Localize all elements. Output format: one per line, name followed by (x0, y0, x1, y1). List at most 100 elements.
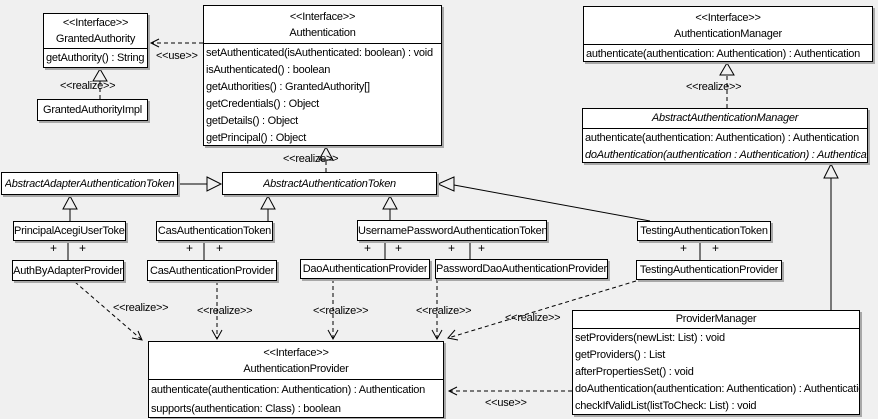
method-label: supports(authentication: Class) : boolea… (151, 403, 341, 415)
realize-label: <<realize>> (686, 81, 742, 93)
class-authentication-provider: <<Interface>> AuthenticationProvider aut… (148, 341, 444, 418)
class-name: CasAuthenticationToken (157, 225, 272, 237)
realize-grantedauthorityimpl (92, 68, 108, 99)
method-label: getAuthority() : String (46, 52, 145, 64)
stereotype-label: <<Interface>> (62, 17, 129, 29)
use-label: <<use>> (156, 50, 198, 62)
realize-label: <<realize>> (60, 80, 116, 92)
methods-compartment: authenticate(authentication: Authenticat… (583, 129, 867, 164)
class-authentication-manager: <<Interface>> AuthenticationManager auth… (583, 6, 873, 62)
association-plus: + (186, 241, 194, 255)
class-name: GrantedAuthority (55, 33, 136, 45)
class-name: AbstractAdapterAuthenticationToken (4, 177, 175, 190)
class-name: TestingAuthenticationToken (640, 225, 768, 237)
class-abstract-authentication-manager: AbstractAuthenticationManager authentica… (582, 108, 868, 163)
methods-compartment: authenticate(authentication: Authenticat… (149, 380, 443, 419)
method-label: isAuthenticated() : boolean (206, 64, 331, 76)
method-label: getCredentials() : Object (206, 98, 319, 110)
class-abstract-adapter-authentication-token: AbstractAdapterAuthenticationToken (1, 172, 178, 195)
class-header: <<Interface>> Authentication (204, 6, 441, 44)
association-plus: + (712, 241, 720, 255)
use-label: <<use>> (485, 397, 527, 409)
class-auth-by-adapter-provider: AuthByAdapterProvider (12, 260, 124, 281)
class-name: GrantedAuthorityImpl (43, 104, 142, 116)
class-header: <<Interface>> AuthenticationProvider (149, 342, 443, 380)
realize-abstractauthenticationmanager (719, 62, 735, 108)
gen-providermanager (823, 162, 839, 310)
methods-compartment: authenticate(authentication: Authenticat… (584, 45, 872, 63)
stereotype-label: <<Interface>> (263, 347, 329, 359)
class-testing-authentication-token: TestingAuthenticationToken (637, 221, 771, 241)
realize-label: <<realize>> (505, 312, 561, 324)
method-label: checkIfValidList(listToCheck: List) : vo… (575, 400, 757, 412)
gen-usernamepassword-token (382, 194, 398, 220)
method-label: setAuthenticated(isAuthenticated: boolea… (206, 47, 433, 59)
method-label: authenticate(authentication: Authenticat… (151, 384, 426, 396)
realize-label: <<realize>> (283, 153, 339, 165)
class-name: CasAuthenticationProvider (150, 264, 274, 277)
method-label: getPrincipal() : Object (206, 132, 307, 144)
method-label: getAuthorities() : GrantedAuthority[] (206, 81, 370, 93)
realize-casauthenticationprovider (211, 281, 223, 341)
gen-principal-token (62, 194, 78, 221)
class-provider-manager: ProviderManager setProviders(newList: Li… (572, 310, 860, 415)
use-authentication-grantedauthority (149, 38, 203, 48)
association-plus: + (79, 241, 87, 255)
class-cas-authentication-token: CasAuthenticationToken (156, 221, 273, 241)
realize-label: <<realize>> (313, 305, 369, 317)
class-cas-authentication-provider: CasAuthenticationProvider (147, 260, 277, 281)
class-header: <<Interface>> AuthenticationManager (584, 7, 872, 45)
class-name: Authentication (289, 27, 356, 39)
class-name: UsernamePasswordAuthenticationToken (358, 224, 546, 237)
method-label: getDetails() : Object (206, 115, 298, 127)
method-label: authenticate(authentication: Authenticat… (585, 132, 860, 144)
method-label: doAuthentication(authentication : Authen… (585, 149, 867, 161)
association-plus: + (216, 241, 224, 255)
gen-cas-token (260, 194, 276, 221)
class-name: AuthByAdapterProvider (13, 264, 123, 277)
class-abstract-authentication-token: AbstractAuthenticationToken (222, 172, 437, 195)
method-label: doAuthentication(authentication: Authent… (575, 383, 859, 395)
class-name: PasswordDaoAuthenticationProvider (436, 263, 607, 275)
class-name: AbstractAuthenticationManager (583, 109, 867, 129)
realize-abstractauthenticationtoken (318, 145, 334, 172)
method-label: getProviders() : List (575, 349, 666, 361)
class-username-password-authentication-token: UsernamePasswordAuthenticationToken (357, 220, 547, 241)
association-plus: + (680, 241, 688, 255)
realize-label: <<realize>> (113, 302, 169, 314)
class-password-dao-authentication-provider: PasswordDaoAuthenticationProvider (435, 259, 608, 279)
class-name: AbstractAuthenticationToken (263, 177, 396, 190)
class-name: AuthenticationProvider (243, 363, 349, 375)
realize-label: <<realize>> (197, 305, 253, 317)
method-label: authenticate(authentication: Authenticat… (586, 48, 861, 60)
class-name: PrincipalAcegiUserToken (14, 225, 125, 237)
class-principal-acegi-user-token: PrincipalAcegiUserToken (13, 221, 126, 241)
gen-testing-token (436, 176, 651, 222)
association-plus: + (364, 241, 372, 255)
realize-passworddaoprovider (431, 279, 443, 341)
class-testing-authentication-provider: TestingAuthenticationProvider (636, 260, 782, 280)
association-plus: + (395, 241, 403, 255)
association-plus: + (478, 241, 486, 255)
class-name: ProviderManager (573, 311, 859, 329)
class-header: <<Interface>> GrantedAuthority (44, 14, 147, 49)
stereotype-label: <<Interface>> (289, 11, 356, 23)
realize-label: <<realize>> (416, 305, 472, 317)
realize-authbyadapterprovider (74, 281, 143, 341)
stereotype-label: <<Interface>> (695, 12, 761, 24)
gen-adapter-token (178, 176, 223, 192)
class-name: TestingAuthenticationProvider (639, 264, 779, 276)
class-authentication: <<Interface>> Authentication setAuthenti… (203, 5, 442, 146)
association-plus: + (50, 241, 58, 255)
method-label: afterPropertiesSet() : void (575, 366, 694, 378)
class-granted-authority: <<Interface>> GrantedAuthority getAuthor… (43, 13, 148, 68)
methods-compartment: getAuthority() : String (44, 49, 147, 67)
method-label: setProviders(newList: List) : void (575, 332, 725, 344)
methods-compartment: setProviders(newList: List) : void getPr… (573, 329, 859, 415)
class-name: AuthenticationManager (674, 28, 782, 40)
association-plus: + (448, 241, 456, 255)
class-dao-authentication-provider: DaoAuthenticationProvider (300, 259, 430, 279)
use-providermanager-authenticationprovider (447, 386, 572, 396)
